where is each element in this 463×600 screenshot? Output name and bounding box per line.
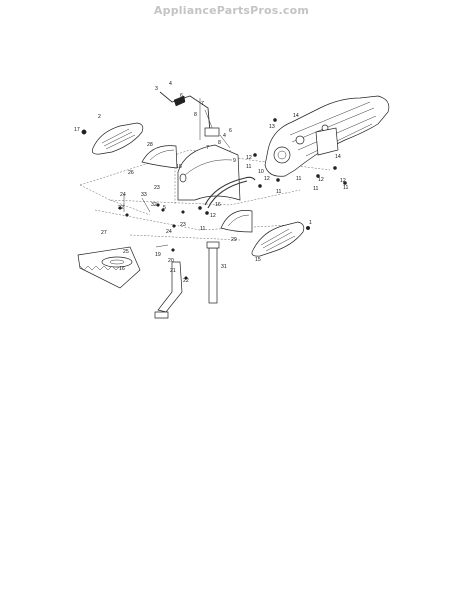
callout-14a: 14 [293, 113, 299, 119]
right-foot-plate [251, 221, 305, 257]
callout-14b: 14 [335, 154, 341, 160]
callout-31: 31 [221, 264, 227, 270]
callout-1: 1 [309, 220, 312, 226]
drag-stake [154, 261, 183, 319]
callout-28: 28 [147, 142, 153, 148]
callout-4b: 4 [223, 133, 226, 139]
curved-support-rod [204, 176, 256, 209]
transmission-housing [264, 95, 390, 177]
callout-12a: 12 [246, 155, 252, 161]
left-fender [141, 145, 178, 169]
callout-33: 33 [141, 192, 147, 198]
callout-24b: 24 [166, 229, 172, 235]
callout-12c: 12 [318, 177, 324, 183]
site-watermark: AppliancePartsPros.com [153, 4, 310, 17]
callout-8b: 8 [218, 140, 221, 146]
callout-11f: 11 [200, 226, 205, 232]
callout-12b: 12 [264, 176, 270, 182]
callout-11c: 11 [276, 189, 281, 195]
callout-15: 15 [255, 257, 261, 263]
callout-11d: 11 [313, 186, 318, 192]
callout-2: 2 [98, 114, 101, 120]
callout-32: 32 [151, 202, 157, 208]
hardware-fasteners [81, 118, 347, 280]
callout-7b: 7 [206, 145, 209, 151]
callout-7: 7 [201, 101, 204, 107]
tine-shield [177, 144, 241, 201]
callout-3: 3 [155, 86, 158, 92]
callout-13: 13 [269, 124, 275, 130]
callout-17: 17 [74, 127, 80, 133]
callout-27: 27 [101, 230, 107, 236]
depth-bar [206, 241, 220, 304]
callout-23b: 23 [180, 222, 186, 228]
callout-16b: 16 [119, 266, 125, 272]
callout-20: 20 [168, 258, 174, 264]
callout-5: 5 [163, 205, 166, 211]
callout-16a: 16 [215, 202, 221, 208]
callout-10: 10 [258, 169, 264, 175]
callout-24a: 24 [120, 192, 126, 198]
callout-23a: 23 [154, 185, 160, 191]
callout-6: 6 [180, 93, 183, 99]
callout-6b: 6 [229, 128, 232, 134]
callout-22a: 22 [118, 205, 124, 211]
depth-control-linkage [159, 91, 231, 149]
callout-11e: 11 [343, 185, 348, 191]
right-fender [220, 210, 253, 233]
left-foot-plate [91, 122, 144, 155]
tine-bar-teeth [77, 246, 141, 289]
callout-21: 21 [170, 268, 176, 274]
callout-29: 29 [231, 237, 237, 243]
callout-12e: 12 [210, 213, 216, 219]
callout-25: 25 [123, 249, 129, 255]
callout-19: 19 [155, 252, 161, 258]
callout-labels: 1 2 3 4 4 5 6 6 7 7 8 8 9 10 11 11 11 11… [74, 81, 348, 284]
callout-22b: 22 [183, 278, 189, 284]
callout-12d: 12 [340, 178, 346, 184]
callout-8: 8 [194, 112, 197, 118]
callout-26: 26 [128, 170, 134, 176]
callout-18: 18 [176, 164, 182, 170]
callout-4: 4 [169, 81, 172, 87]
callout-11a: 11 [246, 164, 251, 170]
callout-11b: 11 [296, 176, 301, 182]
callout-9: 9 [233, 158, 236, 164]
